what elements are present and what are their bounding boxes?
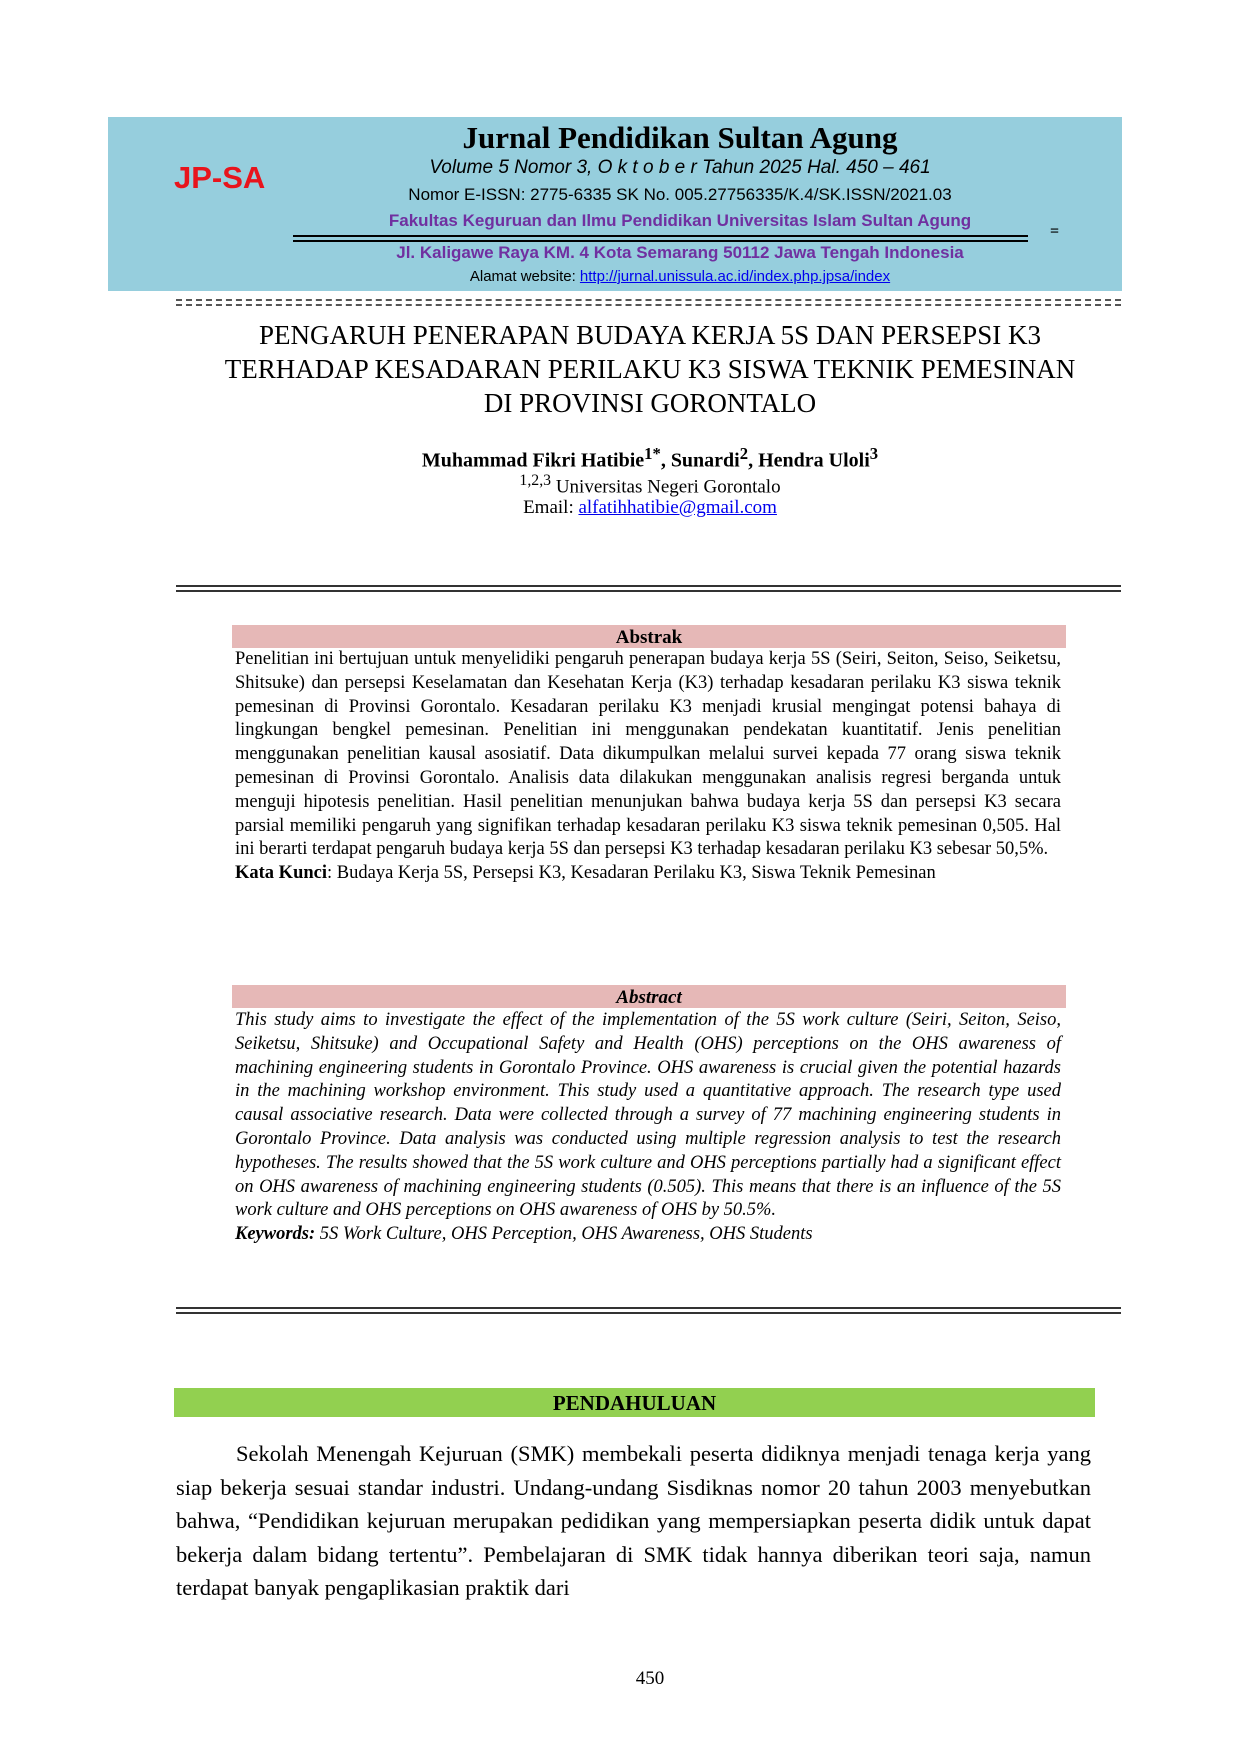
journal-title: Jurnal Pendidikan Sultan Agung: [462, 120, 898, 155]
authors: Muhammad Fikri Hatibie1*, Sunardi2, Hend…: [150, 444, 1150, 473]
page-number: 450: [635, 1668, 665, 1689]
sep: ,: [660, 449, 671, 472]
website-line: Alamat website: http://jurnal.unissula.a…: [300, 268, 1060, 285]
sep: ,: [748, 449, 759, 472]
author-name: Sunardi: [670, 449, 740, 472]
abstrak-text: Penelitian ini bertujuan untuk menyelidi…: [235, 648, 1061, 886]
article-title: PENGARUH PENERAPAN BUDAYA KERJA 5S DAN P…: [150, 318, 1150, 420]
title-line: DI PROVINSI GORONTALO: [483, 388, 817, 418]
double-divider: [176, 1307, 1121, 1314]
double-divider: [176, 585, 1121, 592]
abstract-text: This study aims to investigate the effec…: [235, 1009, 1061, 1247]
author-name: Hendra Uloli: [758, 449, 870, 472]
keywords-label: Keywords:: [235, 1224, 316, 1245]
email-label: Email:: [523, 497, 579, 518]
aff-sup: 1,2,3: [519, 472, 552, 489]
faculty-name: Fakultas Keguruan dan Ilmu Pendidikan Un…: [388, 211, 972, 230]
kata-kunci: : Budaya Kerja 5S, Persepsi K3, Kesadara…: [327, 863, 936, 884]
dashed-divider: [176, 299, 1121, 306]
section-body: Sekolah Menengah Kejuruan (SMK) membekal…: [176, 1441, 1091, 1600]
keywords: 5S Work Culture, OHS Perception, OHS Awa…: [315, 1224, 813, 1245]
author-sup: 2: [739, 444, 749, 463]
affiliation-text: Universitas Negeri Gorontalo: [551, 476, 781, 498]
header-equals-mark: =: [1050, 223, 1060, 240]
header-divider: [293, 235, 1028, 242]
author-name: Muhammad Fikri Hatibie: [421, 449, 645, 472]
volume-info: Volume 5 Nomor 3, O k t o b e r Tahun 20…: [429, 157, 931, 178]
abstrak-heading: Abstrak: [232, 625, 1066, 648]
section-heading: PENDAHULUAN: [174, 1388, 1095, 1417]
affiliation: 1,2,3 Universitas Negeri Gorontalo: [150, 472, 1150, 498]
title-line: PENGARUH PENERAPAN BUDAYA KERJA 5S DAN P…: [259, 320, 1041, 350]
author-sup: 1*: [644, 444, 661, 463]
address: Jl. Kaligawe Raya KM. 4 Kota Semarang 50…: [396, 243, 964, 262]
abstrak-body: Penelitian ini bertujuan untuk menyelidi…: [235, 649, 1061, 860]
website-link[interactable]: http://jurnal.unissula.ac.id/index.php.j…: [579, 268, 891, 285]
email-link[interactable]: alfatihhatibie@gmail.com: [578, 497, 777, 518]
abstract-body: This study aims to investigate the effec…: [235, 1010, 1061, 1221]
website-label: Alamat website:: [469, 268, 580, 285]
title-line: TERHADAP KESADARAN PERILAKU K3 SISWA TEK…: [224, 354, 1076, 384]
abstract-heading: Abstract: [232, 985, 1066, 1008]
journal-header-banner: [108, 117, 1122, 291]
author-sup: 3: [869, 444, 879, 463]
kata-kunci-label: Kata Kunci: [235, 863, 327, 884]
email-line: Email: alfatihhatibie@gmail.com: [150, 497, 1150, 519]
journal-logo: JP-SA: [174, 160, 266, 195]
issn-info: Nomor E-ISSN: 2775-6335 SK No. 005.27756…: [408, 185, 952, 204]
